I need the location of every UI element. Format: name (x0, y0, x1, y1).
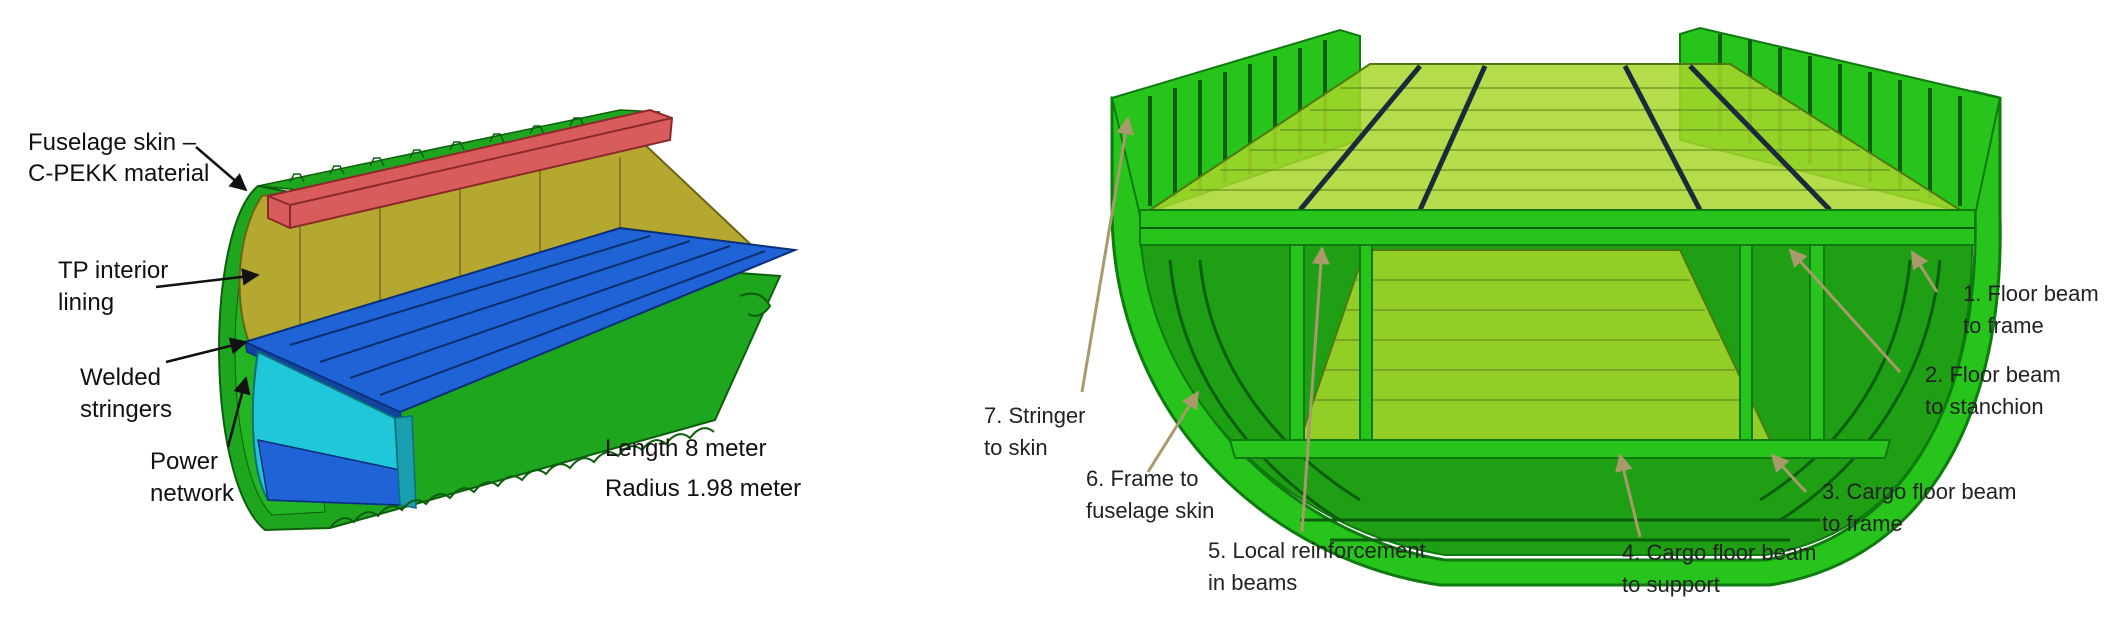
label-cargo-beam-frame-1: 3. Cargo floor beam (1822, 479, 2016, 504)
label-frame-skin-1: 6. Frame to (1086, 466, 1198, 491)
label-floor-beam-frame-2: to frame (1963, 313, 2044, 338)
label-stringer-skin-2: to skin (984, 435, 1048, 460)
overhead-duct-edge (267, 117, 673, 228)
cut-frame (739, 292, 772, 317)
floor-stanchion (394, 415, 417, 509)
label-tp-lining-2: lining (58, 289, 114, 316)
label-local-reinforcement-2: in beams (1208, 570, 1297, 595)
label-stringer-skin-1: 7. Stringer (984, 403, 1086, 428)
label-power-network-2: network (150, 480, 235, 507)
fuselage-section-illustration (218, 108, 799, 532)
label-floor-beam-frame-1: 1. Floor beam (1963, 281, 2099, 306)
label-frame-skin-2: fuselage skin (1086, 498, 1214, 523)
label-fuselage-skin-2: C-PEKK material (28, 160, 209, 187)
label-tp-lining-1: TP interior (58, 257, 168, 284)
label-length: Length 8 meter (605, 435, 766, 462)
label-cargo-beam-support-1: 4. Cargo floor beam (1622, 540, 1816, 565)
right-leaders (1080, 116, 1939, 538)
floor-seat-rails (289, 235, 766, 396)
label-radius: Radius 1.98 meter (605, 475, 801, 502)
label-power-network-1: Power (150, 448, 218, 475)
lower-fuselage-structure-illustration (1110, 26, 2002, 587)
label-local-reinforcement-1: 5. Local reinforcement (1208, 538, 1426, 563)
label-welded-stringers-1: Welded (80, 364, 161, 391)
label-floor-beam-stanchion-2: to stanchion (1925, 394, 2044, 419)
label-floor-beam-stanchion-1: 2. Floor beam (1925, 362, 2061, 387)
label-cargo-beam-frame-2: to frame (1822, 511, 1903, 536)
label-fuselage-skin-1: Fuselage skin – (28, 129, 197, 156)
label-cargo-beam-support-2: to support (1622, 572, 1720, 597)
left-leaders (155, 146, 260, 448)
deck-seat-rails (1298, 64, 1832, 212)
label-welded-stringers-2: stringers (80, 396, 172, 423)
skin-lower-edge (329, 427, 715, 529)
overhead-duct (267, 108, 674, 230)
hull-ribs (1168, 259, 1942, 542)
cargo-deck-grid (1315, 279, 1750, 401)
side-frames-left (1110, 28, 1361, 217)
cargo-beam-band (1228, 439, 1892, 459)
stanchions (1289, 244, 1825, 446)
